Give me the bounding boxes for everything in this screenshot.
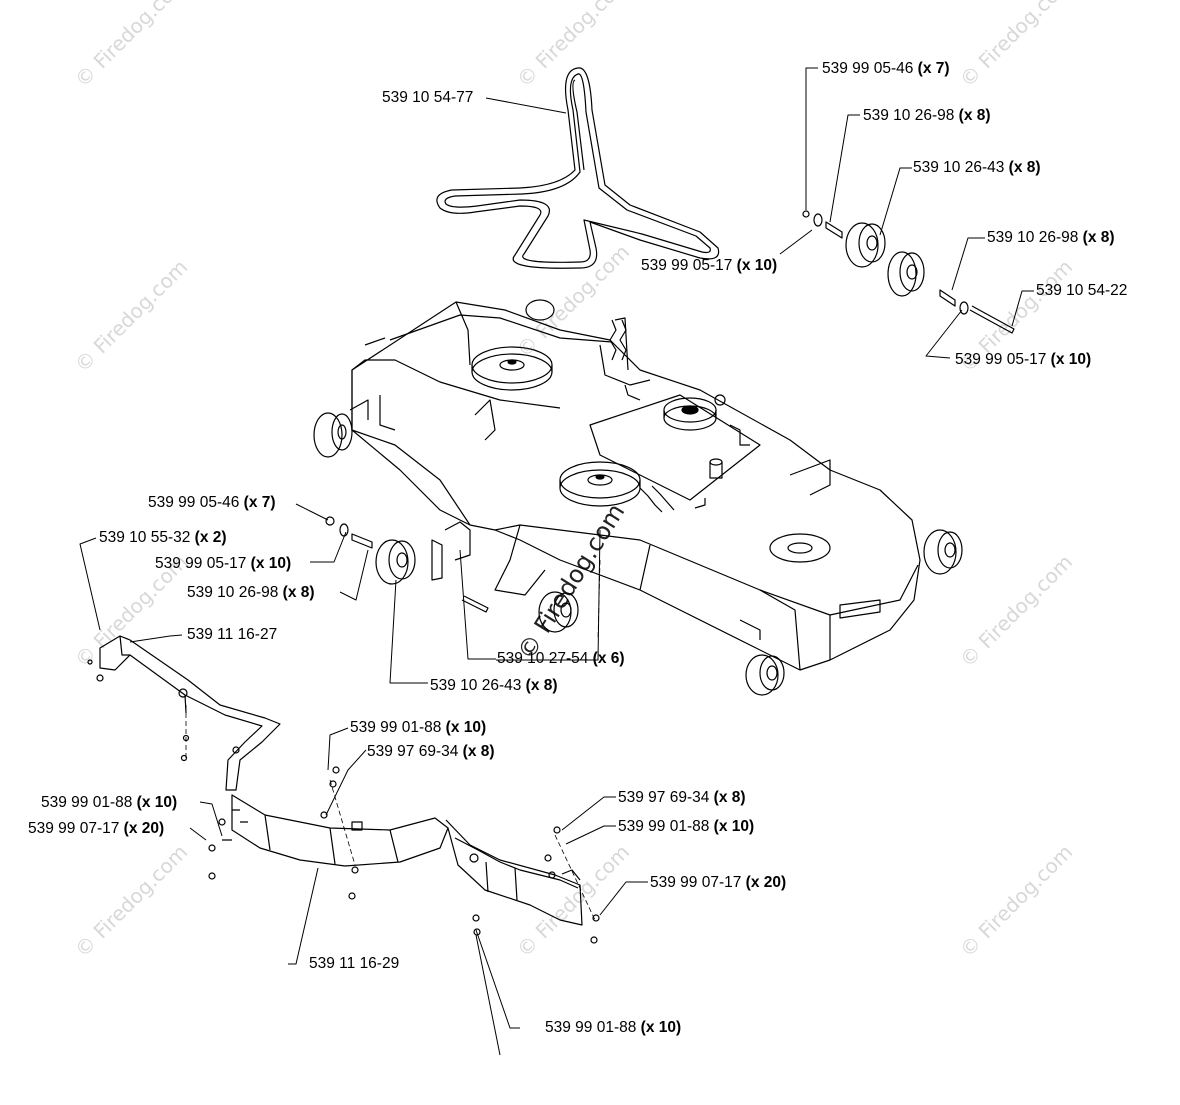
deck-wheels-drawing	[313, 299, 963, 696]
left-baffle-drawing	[87, 635, 281, 791]
belt-drawing	[436, 67, 720, 269]
leader-lines	[79, 67, 1034, 1056]
label-lower-right-nut: 539 99 01-88 (x 10)	[618, 818, 755, 835]
label-right-bushing: 539 10 26-98 (x 8)	[863, 107, 991, 124]
label-left-bracket: 539 10 55-32 (x 2)	[99, 529, 227, 546]
right-wheel-assembly-drawing	[802, 210, 1015, 334]
label-right-wheel: 539 10 26-43 (x 8)	[913, 159, 1041, 176]
label-right-washer-a: 539 99 05-17 (x 10)	[641, 257, 778, 274]
hardware-drawing	[180, 734, 600, 944]
label-left-bushing: 539 10 26-98 (x 8)	[187, 584, 315, 601]
label-right-bushing-2: 539 10 26-98 (x 8)	[987, 229, 1115, 246]
chain-drawing	[609, 319, 675, 513]
label-lower-left-nut: 539 99 01-88 (x 10)	[41, 794, 178, 811]
label-center-screw: 539 97 69-34 (x 8)	[367, 743, 495, 760]
label-center-pin: 539 10 27-54 (x 6)	[497, 650, 625, 667]
label-left-bolt: 539 99 05-46 (x 7)	[148, 494, 276, 511]
label-right-washer-b: 539 99 05-17 (x 10)	[955, 351, 1092, 368]
center-baffle-drawing	[231, 794, 583, 926]
label-lower-right-washer: 539 99 07-17 (x 20)	[650, 874, 787, 891]
pulleys-drawing	[471, 346, 831, 563]
mower-deck-drawing	[351, 301, 921, 671]
label-bottom-baffle: 539 11 16-29	[309, 955, 400, 972]
label-center-nut: 539 99 01-88 (x 10)	[350, 719, 487, 736]
label-center-wheel: 539 10 26-43 (x 8)	[430, 677, 558, 694]
label-right-axle: 539 10 54-22	[1036, 282, 1128, 299]
label-bottom-nut: 539 99 01-88 (x 10)	[545, 1019, 682, 1036]
label-lower-right-screw: 539 97 69-34 (x 8)	[618, 789, 746, 806]
label-right-bolt: 539 99 05-46 (x 7)	[822, 60, 950, 77]
label-left-washer: 539 99 05-17 (x 10)	[155, 555, 292, 572]
alignment-lines	[185, 559, 601, 921]
label-belt: 539 10 54-77	[382, 89, 474, 106]
label-left-baffle: 539 11 16-27	[187, 626, 278, 643]
label-lower-left-washer: 539 99 07-17 (x 20)	[28, 820, 165, 837]
